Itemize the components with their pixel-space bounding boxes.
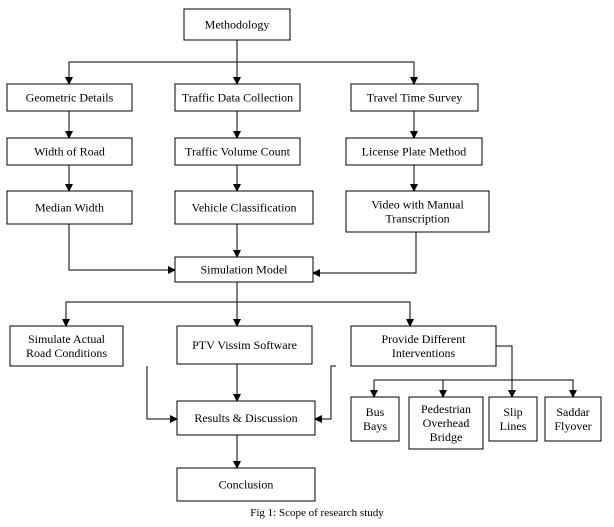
node-label-provide-different-interventions: Provide Different [381, 332, 466, 346]
node-box-travel-time-survey [350, 83, 479, 112]
edge-methodology-to-geometric-details [65, 40, 238, 85]
node-license-plate-method: License Plate Method [345, 137, 483, 166]
node-box-vehicle-classification [174, 190, 314, 225]
node-box-bus-bays [350, 396, 400, 442]
edge-provide-different-interventions-to-saddar-flyover [374, 379, 577, 398]
node-box-traffic-volume-count [174, 137, 301, 166]
node-label-traffic-volume-count: Traffic Volume Count [185, 145, 291, 159]
node-label-results-discussion: Results & Discussion [194, 411, 297, 425]
node-box-video-manual-transcription [345, 190, 490, 233]
node-label-width-of-road: Width of Road [34, 145, 105, 159]
node-label-simulate-actual-road-conditions: Simulate Actual [28, 332, 106, 346]
node-label-methodology: Methodology [205, 18, 270, 32]
node-label-median-width: Median Width [35, 201, 104, 215]
node-median-width: Median Width [6, 190, 133, 225]
node-box-saddar-flyover [544, 396, 602, 442]
node-box-simulation-model [174, 256, 314, 283]
edge-methodology-to-travel-time-survey [237, 61, 418, 85]
node-label-vehicle-classification: Vehicle Classification [192, 201, 297, 215]
node-label-pedestrian-overhead-bridge: Bridge [430, 430, 463, 444]
node-box-pedestrian-overhead-bridge [408, 396, 484, 450]
node-label-video-manual-transcription: Video with Manual [371, 198, 464, 212]
node-simulation-model: Simulation Model [174, 256, 314, 283]
node-label-conclusion: Conclusion [219, 478, 274, 492]
node-label-pedestrian-overhead-bridge: Pedestrian [421, 402, 471, 416]
node-label-provide-different-interventions: Interventions [392, 346, 456, 360]
node-box-median-width [6, 190, 133, 225]
node-traffic-data-collection: Traffic Data Collection [174, 83, 301, 112]
node-label-video-manual-transcription: Transcription [385, 212, 449, 226]
node-label-slip-lines: Lines [500, 419, 527, 433]
node-label-saddar-flyover: Flyover [554, 419, 591, 433]
node-vehicle-classification: Vehicle Classification [174, 190, 314, 225]
node-label-traffic-data-collection: Traffic Data Collection [182, 91, 293, 105]
node-box-traffic-data-collection [174, 83, 301, 112]
node-label-saddar-flyover: Saddar [556, 405, 589, 419]
node-geometric-details: Geometric Details [6, 83, 133, 112]
node-label-simulate-actual-road-conditions: Road Conditions [26, 346, 107, 360]
edge-simulation-model-to-simulate-actual-road-conditions [62, 282, 238, 327]
node-label-slip-lines: Slip [503, 405, 522, 419]
node-traffic-volume-count: Traffic Volume Count [174, 137, 301, 166]
node-label-geometric-details: Geometric Details [26, 91, 114, 105]
node-label-bus-bays: Bus [366, 405, 385, 419]
edge-provide-different-interventions-to-results-discussion [314, 365, 336, 423]
figure-caption: Fig 1: Scope of research study [250, 507, 384, 519]
node-width-of-road: Width of Road [6, 137, 133, 166]
edge-video-manual-transcription-to-simulation-model [312, 232, 417, 277]
node-label-bus-bays: Bays [363, 419, 387, 433]
node-box-slip-lines [488, 396, 538, 442]
node-ptv-vissim-software: PTV Vissim Software [176, 325, 313, 365]
node-label-simulation-model: Simulation Model [201, 263, 289, 277]
node-box-provide-different-interventions [350, 325, 497, 367]
node-box-geometric-details [6, 83, 133, 112]
node-label-ptv-vissim-software: PTV Vissim Software [192, 338, 297, 352]
node-label-license-plate-method: License Plate Method [362, 145, 467, 159]
node-box-width-of-road [6, 137, 133, 166]
edge-median-width-to-simulation-model [68, 224, 176, 274]
edge-simulation-model-to-provide-different-interventions [237, 301, 414, 327]
node-results-discussion: Results & Discussion [176, 400, 316, 436]
node-box-simulate-actual-road-conditions [9, 325, 124, 367]
node-label-travel-time-survey: Travel Time Survey [367, 91, 463, 105]
node-box-license-plate-method [345, 137, 483, 166]
node-conclusion: Conclusion [176, 467, 316, 502]
edge-provide-different-interventions-to-slip-lines [496, 345, 516, 398]
node-travel-time-survey: Travel Time Survey [350, 83, 479, 112]
node-box-ptv-vissim-software [176, 325, 313, 365]
node-box-methodology [183, 8, 291, 41]
edge-simulate-actual-road-conditions-to-results-discussion [146, 366, 178, 423]
node-methodology: Methodology [183, 8, 291, 41]
node-box-conclusion [176, 467, 316, 502]
node-box-results-discussion [176, 400, 316, 436]
node-label-pedestrian-overhead-bridge: Overhead [423, 416, 470, 430]
